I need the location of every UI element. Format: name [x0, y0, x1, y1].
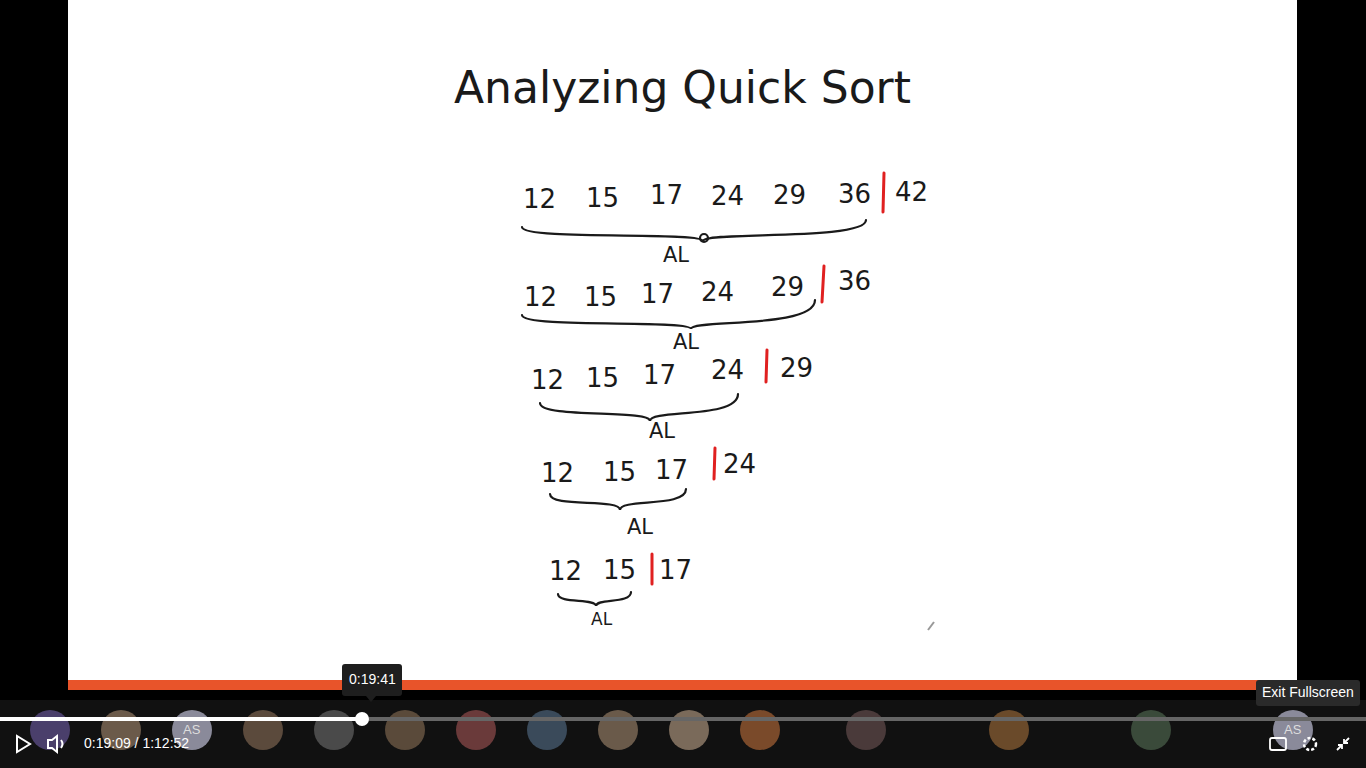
array-value: 15	[603, 556, 636, 585]
array-value: 12	[541, 459, 574, 488]
pen-cursor	[928, 622, 934, 630]
array-value: 12	[523, 185, 556, 214]
subarray-label: AL	[627, 516, 653, 539]
slide-bar	[68, 680, 1297, 690]
array-value: 15	[586, 364, 619, 393]
array-value: 12	[549, 557, 582, 586]
array-value: 17	[650, 181, 683, 210]
array-value: 15	[584, 283, 617, 312]
array-value: 17	[641, 280, 674, 309]
volume-icon	[48, 736, 63, 752]
array-value: 24	[711, 356, 744, 385]
array-value: 36	[838, 267, 871, 296]
array-value: 17	[655, 456, 688, 485]
array-value: 24	[711, 182, 744, 211]
array-value: 24	[723, 450, 756, 479]
array-value: 17	[659, 556, 692, 585]
array-value: 29	[780, 354, 813, 383]
subarray-label: AL	[591, 610, 612, 629]
array-value: 24	[701, 278, 734, 307]
array-value: 12	[531, 366, 564, 395]
play-icon	[17, 736, 30, 752]
scrub-knob	[355, 712, 369, 726]
cc-icon	[1270, 738, 1286, 750]
array-value: 29	[771, 273, 804, 302]
array-value: 36	[838, 180, 871, 209]
time-display: 0:19:09 / 1:12:52	[84, 736, 189, 751]
array-value: 12	[524, 283, 557, 312]
settings-icon	[1304, 738, 1316, 750]
exit-fullscreen-icon	[1337, 738, 1349, 750]
subarray-label: AL	[663, 244, 689, 267]
subarray-label: AL	[649, 420, 675, 443]
participant-avatars	[30, 710, 1313, 750]
array-value: 15	[603, 458, 636, 487]
avatar-initials: AS	[183, 723, 200, 737]
array-value: 29	[773, 181, 806, 210]
array-value: 42	[895, 178, 928, 207]
braces	[522, 220, 866, 606]
tooltip-text: Exit Fullscreen	[1262, 685, 1354, 700]
slide-title: Analyzing Quick Sort	[454, 64, 911, 112]
subarray-label: AL	[673, 331, 699, 354]
avatar-initials: AS	[1284, 723, 1301, 737]
array-value: 15	[586, 184, 619, 213]
hover-time: 0:19:41	[349, 672, 396, 687]
slide	[68, 0, 1297, 690]
array-value: 17	[643, 361, 676, 390]
